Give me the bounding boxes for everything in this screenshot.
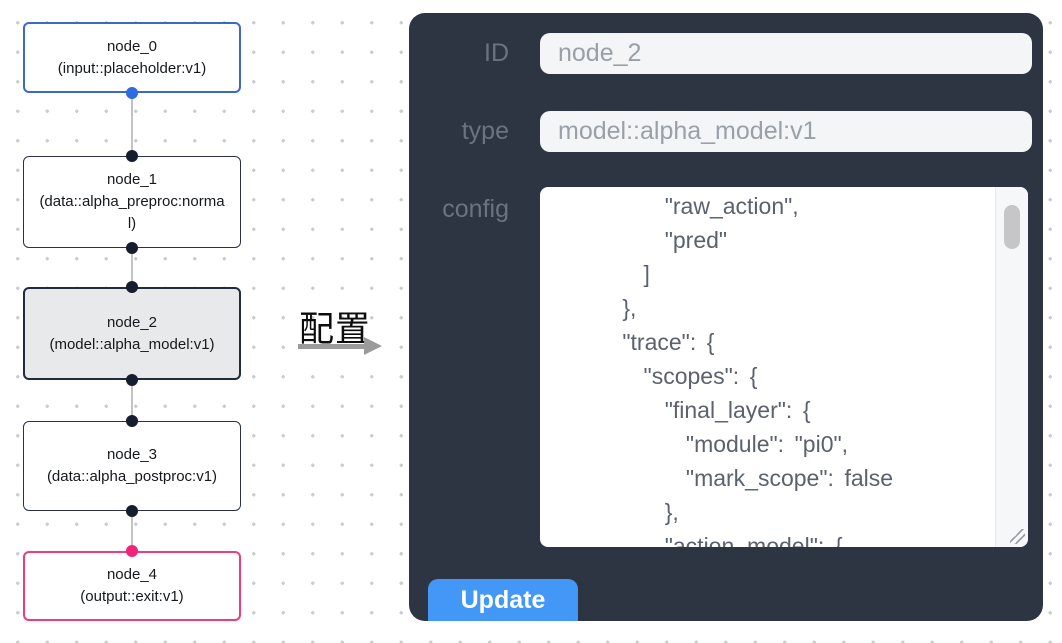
id-input[interactable]: [540, 33, 1032, 74]
port-node2-out[interactable]: [126, 374, 138, 386]
port-node0-out[interactable]: [126, 87, 138, 99]
node-config-panel: ID type config "raw_action", "pred" ] },…: [409, 13, 1043, 621]
flow-node-node_0[interactable]: node_0(input::placeholder:v1): [23, 22, 241, 93]
config-json-text[interactable]: "raw_action", "pred" ] }, "trace": { "sc…: [622, 193, 894, 547]
configure-annotation: 配置: [299, 310, 372, 349]
edge-node0-node1: [131, 93, 133, 156]
edge-node1-node2: [131, 248, 133, 287]
type-input[interactable]: [540, 111, 1032, 152]
edge-node3-node4: [131, 511, 133, 551]
update-button[interactable]: Update: [428, 579, 578, 621]
config-scrollbar-thumb[interactable]: [1004, 205, 1020, 249]
type-field-label: type: [461, 117, 509, 145]
edge-node2-node3: [131, 380, 133, 421]
config-field-label: config: [442, 195, 509, 223]
textarea-resize-handle-icon[interactable]: [1010, 529, 1025, 544]
port-node1-in[interactable]: [126, 150, 138, 162]
flow-node-node_2-selected[interactable]: node_2(model::alpha_model:v1): [23, 287, 241, 380]
port-node1-out[interactable]: [126, 242, 138, 254]
flow-node-node_3[interactable]: node_3(data::alpha_postproc:v1): [23, 421, 241, 511]
node-label: node_2(model::alpha_model:v1): [49, 313, 215, 353]
port-node4-in[interactable]: [126, 545, 138, 557]
port-node3-in[interactable]: [126, 415, 138, 427]
node-label: node_3(data::alpha_postproc:v1): [46, 446, 218, 485]
port-node2-in[interactable]: [126, 281, 138, 293]
port-node3-out[interactable]: [126, 505, 138, 517]
right-arrow-head-icon: [364, 337, 382, 355]
flow-node-node_4[interactable]: node_4(output::exit:v1): [23, 551, 241, 621]
config-textarea[interactable]: "raw_action", "pred" ] }, "trace": { "sc…: [540, 187, 1028, 547]
flow-node-node_1[interactable]: node_1(data::alpha_preproc:normal): [23, 156, 241, 248]
right-arrow-icon: [298, 344, 365, 349]
node-label: node_0(input::placeholder:v1): [57, 37, 207, 77]
config-scrollbar-track[interactable]: [995, 187, 1028, 547]
node-label: node_4(output::exit:v1): [80, 566, 184, 605]
node-label: node_1(data::alpha_preproc:normal): [39, 171, 225, 232]
id-field-label: ID: [484, 39, 509, 67]
